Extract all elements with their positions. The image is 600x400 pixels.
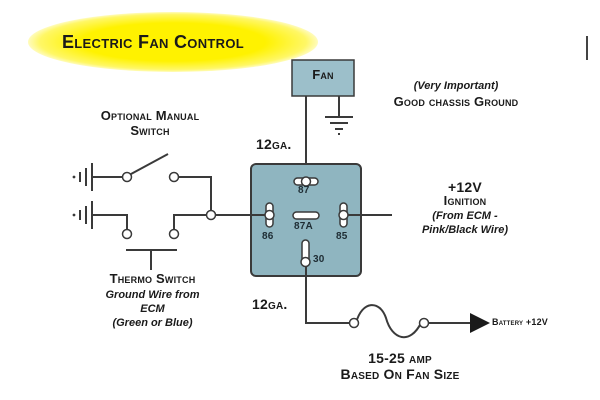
pin-87a-text: 87A	[294, 221, 313, 232]
ignition-label: +12V Ignition (From ECM - Pink/Black Wir…	[390, 180, 540, 237]
fan-label-text: Fan	[312, 67, 334, 82]
thermo-switch-title: Thermo Switch	[109, 271, 196, 286]
diagram-title: Electric Fan Control	[62, 32, 244, 53]
manual-switch-label-line1: Optional Manual	[100, 108, 200, 123]
fan-label: Fan	[292, 67, 354, 82]
pin-87a-label: 87A	[294, 221, 313, 232]
ground-note-label: Good chassis Ground	[393, 94, 519, 109]
title-highlight	[28, 12, 318, 72]
chassis-ground-icon	[325, 116, 353, 135]
ground-note: (Very Important) Good chassis Ground	[356, 80, 556, 109]
fuse-icon	[348, 304, 430, 339]
pin-86-text: 86	[262, 231, 274, 242]
gauge-bottom-label: 12ga.	[252, 296, 287, 312]
wire-thermo-to-junction	[173, 214, 206, 229]
relay-pin-87a	[292, 211, 320, 220]
thermo-switch-icon	[121, 228, 180, 270]
thermo-switch-desc-line1: Ground Wire from	[105, 289, 200, 301]
ground-note-important: (Very Important)	[413, 80, 499, 92]
battery-label: Battery +12V	[492, 317, 548, 327]
thermo-switch-desc-line2: ECM	[140, 303, 165, 315]
pin-87-text: 87	[298, 185, 310, 196]
diagram-title-text: Electric Fan Control	[62, 32, 244, 52]
relay-pin-85	[338, 202, 349, 228]
wire-manual-switch-to-junction	[179, 176, 212, 211]
manual-switch-icon	[121, 153, 180, 183]
relay-pin-86	[264, 202, 275, 228]
manual-switch-label: Optional Manual Switch	[70, 108, 230, 138]
manual-switch-ground-icon	[72, 163, 93, 191]
relay-pin-87	[293, 176, 319, 187]
manual-switch-label-line2: Switch	[130, 123, 170, 138]
pin-86-label: 86	[262, 231, 274, 242]
fuse-rating-text: 15-25 amp	[368, 350, 432, 366]
gauge-top-text: 12ga.	[256, 136, 292, 152]
wire-thermo-ground	[92, 214, 128, 229]
thermo-switch-label: Thermo Switch Ground Wire from ECM (Gree…	[70, 272, 235, 330]
junction-node	[205, 209, 217, 221]
fuse-rating-label: 15-25 amp Based On Fan Size	[320, 350, 480, 382]
ignition-desc-line1: (From ECM -	[432, 210, 498, 222]
pin-30-label: 30	[313, 254, 325, 265]
pin-85-text: 85	[336, 231, 348, 242]
wire-30-to-fuse	[305, 266, 351, 324]
battery-label-text: Battery +12V	[492, 317, 549, 327]
pin-30-text: 30	[313, 254, 325, 265]
ignition-title: Ignition	[443, 193, 487, 208]
thermo-switch-ground-icon	[72, 201, 93, 229]
thermo-switch-desc-line3: (Green or Blue)	[112, 317, 193, 329]
ignition-desc-line2: Pink/Black Wire)	[421, 224, 509, 236]
fuse-note-text: Based On Fan Size	[340, 366, 460, 382]
ignition-voltage: +12V	[448, 179, 482, 195]
pin-85-label: 85	[336, 231, 348, 242]
gauge-bottom-text: 12ga.	[252, 296, 288, 312]
relay-pin-30	[300, 239, 311, 268]
fan-box	[291, 59, 355, 97]
pin-87-label: 87	[298, 185, 310, 196]
gauge-top-label: 12ga.	[256, 136, 291, 152]
